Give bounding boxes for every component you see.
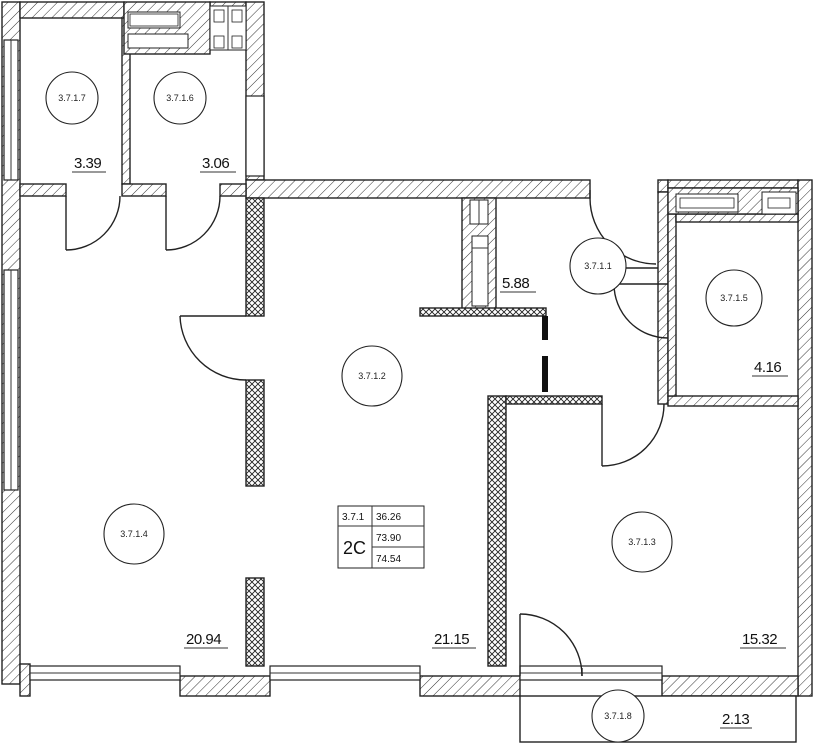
room-id: 3.7.1.5 bbox=[720, 293, 748, 303]
room-tag-3-7-1-2: 3.7.1.2 bbox=[341, 345, 403, 407]
total-area: 73.90 bbox=[376, 533, 401, 544]
room-tag-3-7-1-6: 3.7.1.6 bbox=[153, 71, 207, 125]
room-tag-3-7-1-5: 3.7.1.5 bbox=[705, 269, 763, 327]
area-labels: 3.39 3.06 20.94 21.15 5.88 4.16 15.32 2.… bbox=[72, 155, 788, 729]
apartment-info-box: 3.7.1 2C 36.26 73.90 74.54 bbox=[337, 505, 425, 569]
room-id: 3.7.1.4 bbox=[120, 529, 148, 539]
room-id: 3.7.1.6 bbox=[166, 93, 194, 103]
room-tag-3-7-1-8: 3.7.1.8 bbox=[591, 689, 645, 743]
room-id: 3.7.1.8 bbox=[604, 711, 632, 721]
plumbing-shafts bbox=[123, 1, 799, 215]
room-area: 21.15 bbox=[434, 631, 469, 648]
room-id: 3.7.1.2 bbox=[358, 371, 386, 381]
room-tag-3-7-1-7: 3.7.1.7 bbox=[45, 71, 99, 125]
room-area: 2.13 bbox=[722, 711, 749, 728]
room-area: 5.88 bbox=[502, 275, 529, 292]
room-id: 3.7.1.3 bbox=[628, 537, 656, 547]
living-area: 36.26 bbox=[376, 512, 401, 523]
room-area: 3.06 bbox=[202, 155, 229, 172]
room-area: 3.39 bbox=[74, 155, 101, 172]
total-area-with-balcony: 74.54 bbox=[376, 554, 401, 565]
room-tag-3-7-1-1: 3.7.1.1 bbox=[569, 237, 627, 295]
interior-walls bbox=[19, 17, 799, 667]
room-id: 3.7.1.7 bbox=[58, 93, 86, 103]
room-tag-3-7-1-4: 3.7.1.4 bbox=[103, 503, 165, 565]
room-area: 15.32 bbox=[742, 631, 777, 648]
room-tag-3-7-1-3: 3.7.1.3 bbox=[611, 511, 673, 573]
room-id: 3.7.1.1 bbox=[584, 261, 612, 271]
apartment-type: 2C bbox=[343, 538, 366, 558]
balcony bbox=[519, 695, 797, 743]
windows bbox=[3, 39, 663, 681]
room-area: 20.94 bbox=[186, 631, 221, 648]
room-area: 4.16 bbox=[754, 359, 781, 376]
apartment-id: 3.7.1 bbox=[342, 512, 365, 523]
